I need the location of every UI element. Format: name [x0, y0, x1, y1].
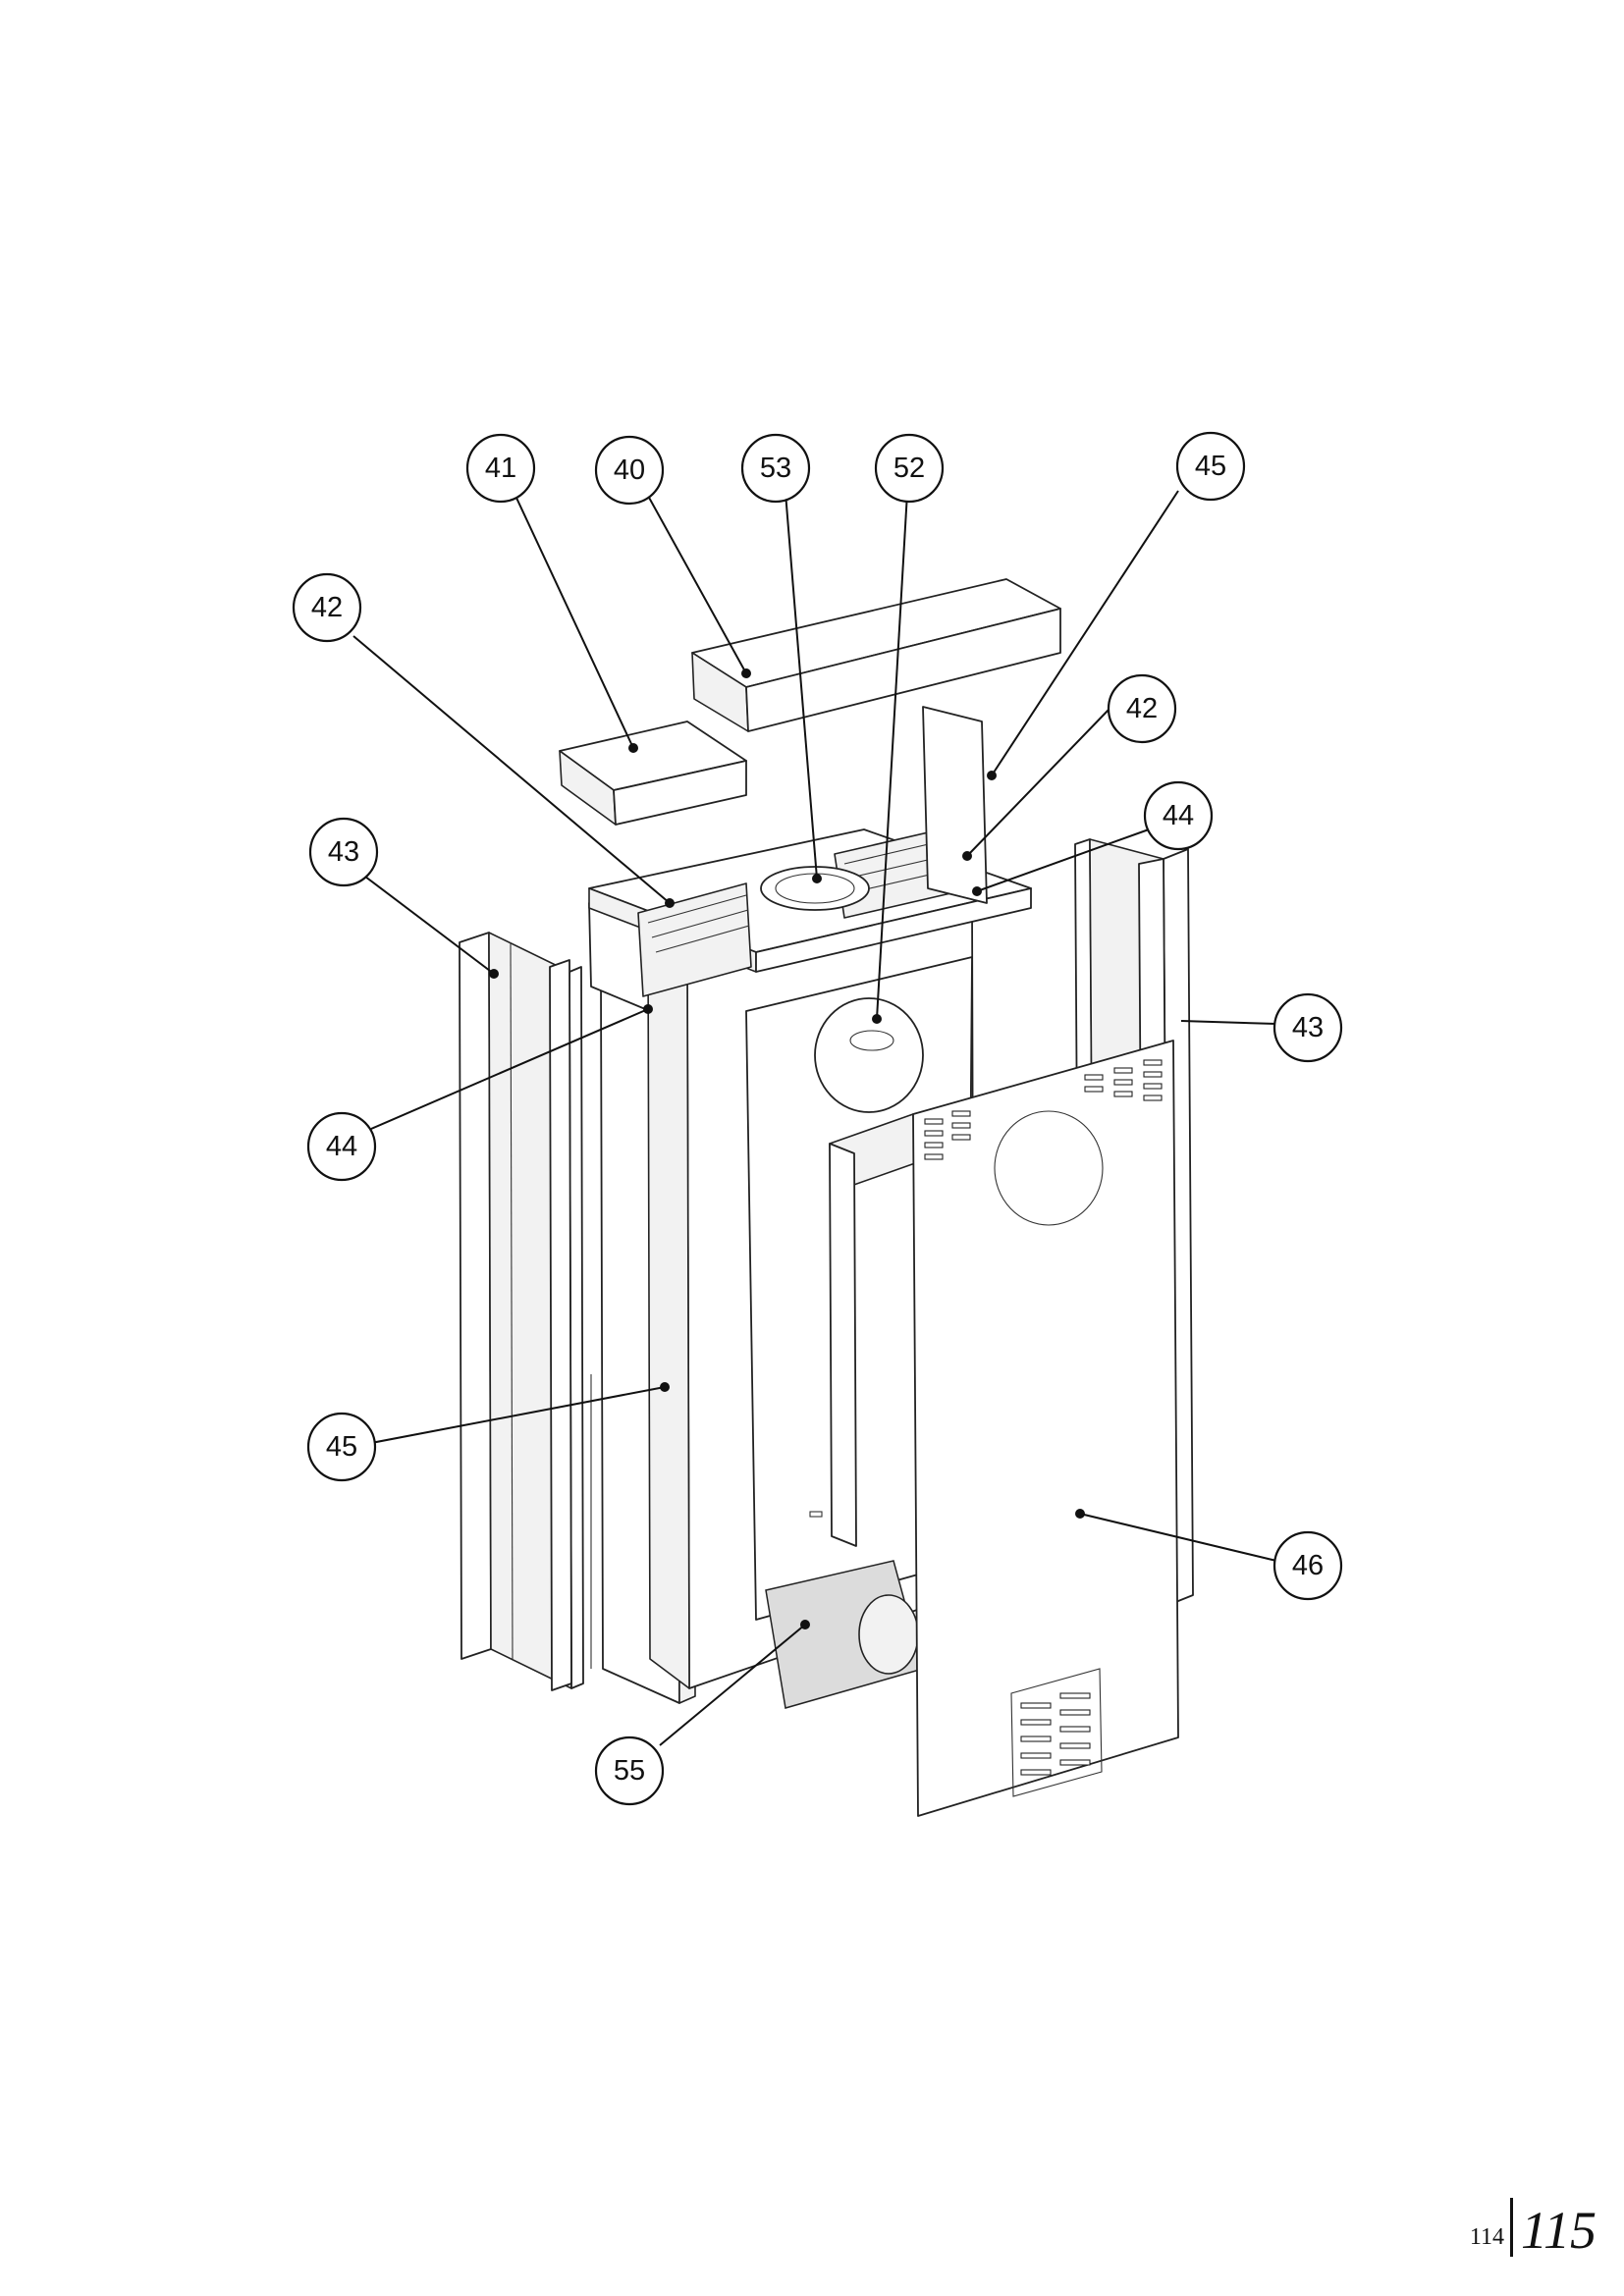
callout-44-left: 44 [306, 1111, 377, 1182]
callout-label-53: 53 [760, 453, 791, 484]
leader-45-top [991, 490, 1179, 776]
callout-44-right: 44 [1143, 780, 1214, 851]
leader-46 [1079, 1513, 1277, 1562]
callout-52: 52 [874, 433, 945, 504]
front-panel-46 [829, 1040, 1179, 1817]
target-dot-55 [800, 1620, 810, 1629]
front-panel-upper-vents [924, 1059, 1163, 1160]
callout-53: 53 [740, 433, 811, 504]
target-dot-52 [872, 1014, 882, 1024]
target-dot-44-right [972, 886, 982, 896]
callout-label-43-left: 43 [328, 836, 359, 868]
leader-53 [785, 492, 818, 880]
callout-41: 41 [465, 433, 536, 504]
callout-label-44-right: 44 [1163, 800, 1194, 831]
top-insulation-block-40 [691, 578, 1061, 732]
leader-55 [659, 1624, 806, 1746]
callout-label-42-left: 42 [311, 592, 343, 623]
page-number-left: 114 [1469, 2224, 1504, 2250]
callout-43-right: 43 [1272, 992, 1343, 1063]
target-dot-41 [628, 743, 638, 753]
callout-label-43-right: 43 [1292, 1012, 1324, 1043]
leader-lines [352, 490, 1277, 1746]
target-dot-46 [1075, 1509, 1085, 1519]
leader-43-left [364, 876, 495, 975]
callout-55: 55 [594, 1735, 665, 1806]
leader-45-left [370, 1386, 666, 1444]
leader-41 [514, 495, 634, 749]
callout-label-41: 41 [485, 453, 516, 484]
callout-label-45-top: 45 [1195, 451, 1226, 482]
leader-40 [647, 495, 747, 674]
leader-42-right [966, 708, 1110, 857]
page-number-right: 115 [1521, 2201, 1597, 2260]
callout-label-42-right: 42 [1126, 693, 1158, 724]
leader-43-right [1180, 1020, 1277, 1025]
target-dot-45-left [660, 1382, 670, 1392]
target-dot-42-left [665, 898, 675, 908]
target-dot-43-left [489, 969, 499, 979]
callout-label-46: 46 [1292, 1550, 1324, 1581]
callout-label-45-left: 45 [326, 1431, 357, 1463]
callout-45-top: 45 [1175, 431, 1246, 502]
target-dot-40 [741, 668, 751, 678]
leader-52 [876, 492, 908, 1020]
callout-label-44-left: 44 [326, 1131, 357, 1162]
callout-43-left: 43 [308, 817, 379, 887]
leader-44-left [370, 1008, 649, 1130]
callout-45-left: 45 [306, 1412, 377, 1482]
top-insulation-block-41 [559, 721, 747, 826]
target-dot-53 [812, 874, 822, 883]
target-dot-45-top [987, 771, 997, 780]
callout-label-52: 52 [893, 453, 925, 484]
callout-42-right: 42 [1107, 673, 1177, 744]
target-dot-44-left [643, 1004, 653, 1014]
front-panel-lower-vents [1010, 1668, 1103, 1797]
page-numbers: 114 115 [1470, 2198, 1597, 2257]
callout-40: 40 [594, 435, 665, 506]
callout-label-55: 55 [614, 1755, 645, 1787]
left-side-panel [459, 932, 584, 1691]
leader-42-left [352, 635, 671, 904]
callout-label-40: 40 [614, 454, 645, 486]
callout-46: 46 [1272, 1530, 1343, 1601]
leader-44-right [976, 828, 1150, 892]
target-dot-42-right [962, 851, 972, 861]
callout-42-left: 42 [292, 572, 362, 643]
page-number-divider [1510, 2198, 1513, 2257]
